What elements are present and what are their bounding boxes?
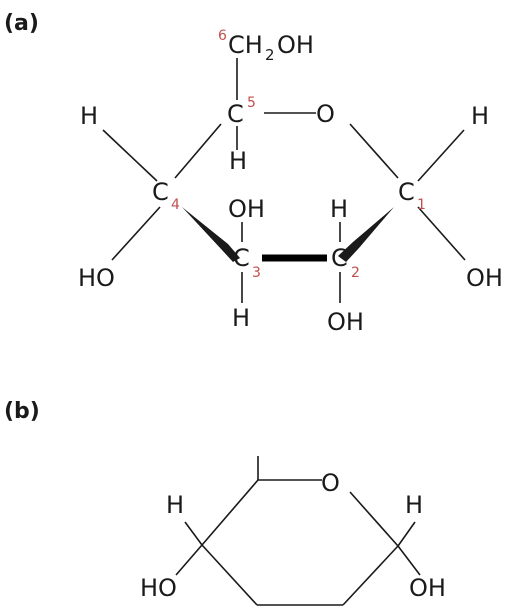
c1-oh-label: OH (466, 264, 503, 292)
c5-atom: C 5 (227, 95, 256, 128)
c2-label: C (331, 244, 348, 272)
c6-subscript: 2 (265, 46, 275, 64)
c1-label: C (398, 178, 415, 206)
c4-ho-label: HO (78, 264, 115, 292)
b-right-oh-bond (397, 545, 421, 576)
b-top-left-bond (201, 479, 259, 546)
c4-oh-bond (111, 206, 161, 261)
panel-b-label: (b) (4, 399, 40, 424)
c1-h-bond (417, 129, 465, 182)
c3-atom: C 3 (233, 244, 261, 281)
b-bottom-right-bond (342, 545, 399, 606)
panel-b-bonds (175, 456, 421, 606)
b-left-h-label: H (166, 491, 184, 519)
panel-a-bonds (102, 58, 466, 303)
c4-atom: C 4 (152, 178, 180, 213)
c2-atom: C 2 (331, 244, 360, 281)
c1-oh-bond (417, 206, 466, 261)
c2-number: 2 (351, 265, 360, 281)
b-right-h-label: H (405, 491, 423, 519)
o-c1-bond (349, 123, 399, 179)
c4-c3-wedge-bond (182, 207, 240, 262)
c2-h-label: H (330, 195, 348, 223)
c5-number: 5 (247, 95, 256, 111)
c5-h-label: H (229, 147, 247, 175)
c4-h-label: H (80, 102, 98, 130)
c1-number: 1 (417, 197, 426, 213)
b-left-ho-label: HO (140, 574, 177, 602)
c3-label: C (233, 244, 250, 272)
b-left-bottom-bond (201, 544, 258, 606)
b-left-oh-bond (175, 544, 203, 576)
c6-group: 6 CH 2 OH (218, 28, 314, 64)
c4-number: 4 (171, 197, 180, 213)
c1-atom: C 1 (398, 178, 426, 213)
c3-oh-label: OH (228, 195, 265, 223)
c6-ch-label: CH (228, 31, 263, 59)
b-right-oh-label: OH (409, 574, 446, 602)
c2-c1-wedge-bond (338, 207, 394, 262)
c5-c4-bond (174, 123, 222, 179)
c3-number: 3 (252, 265, 261, 281)
c5-label: C (227, 100, 244, 128)
b-left-h-bond (184, 521, 203, 546)
c6-number: 6 (218, 28, 227, 44)
c6-oh-label: OH (277, 31, 314, 59)
ring-oxygen-a: O (316, 100, 335, 128)
b-right-h-bond (397, 521, 416, 547)
c2-oh-label: OH (327, 308, 364, 336)
c1-h-label: H (471, 102, 489, 130)
c4-label: C (152, 178, 169, 206)
panel-a-label: (a) (4, 11, 39, 36)
c3-h-label: H (232, 304, 250, 332)
b-o-right-bond (349, 491, 399, 547)
ring-oxygen-b: O (321, 469, 340, 497)
c4-h-bond (102, 129, 158, 182)
